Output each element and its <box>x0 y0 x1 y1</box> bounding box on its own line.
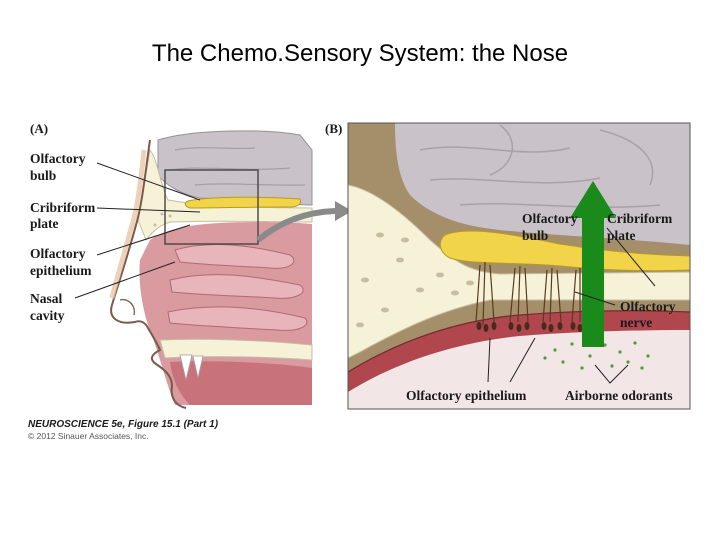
svg-text:plate: plate <box>30 216 59 231</box>
label-a-cribriform-plate-1: Cribriform <box>30 200 96 215</box>
panel-b-letter: (B) <box>325 121 342 136</box>
label-a-olfactory-bulb-1: Olfactory <box>30 151 86 166</box>
label-a-olfactory-epithelium-2: epithelium <box>30 263 92 278</box>
svg-text:Cribriform: Cribriform <box>607 211 673 226</box>
slide-title: The Chemo.Sensory System: the Nose <box>151 40 569 67</box>
svg-text:plate: plate <box>607 228 636 243</box>
copyright-notice: © 2012 Sinauer Associates, Inc. <box>28 431 149 441</box>
label-b-cribriform-plate-2: plate <box>607 228 636 243</box>
label-b-olfactory-nerve-1: Olfactory <box>620 299 676 314</box>
label-a-olfactory-epithelium-1: Olfactory <box>30 246 86 261</box>
label-b-olfactory-epithelium: Olfactory epithelium <box>406 388 527 403</box>
zoom-arrow <box>256 201 352 243</box>
label-a-olfactory-bulb-2: bulb <box>30 168 56 183</box>
panel-a-illustration <box>74 130 313 409</box>
svg-text:bulb: bulb <box>522 228 548 243</box>
label-b-airborne-odorants: Airborne odorants <box>565 388 673 403</box>
svg-text:Olfactory: Olfactory <box>620 299 676 314</box>
label-b-olfactory-nerve-2: nerve <box>620 315 652 330</box>
svg-text:Olfactory: Olfactory <box>522 211 578 226</box>
panel-b-illustration <box>348 123 690 409</box>
label-b-olfactory-bulb-2: bulb <box>522 228 548 243</box>
figure-reference: NEUROSCIENCE 5e, Figure 15.1 (Part 1) <box>28 419 219 430</box>
svg-text:Olfactory: Olfactory <box>30 151 86 166</box>
figure-caption: NEUROSCIENCE 5e, Figure 15.1 (Part 1) © … <box>28 419 218 441</box>
label-a-nasal-cavity-2: cavity <box>30 308 65 323</box>
svg-text:nerve: nerve <box>620 315 652 330</box>
label-b-olfactory-bulb-1: Olfactory <box>522 211 578 226</box>
upward-green-arrow <box>570 181 616 347</box>
label-a-nasal-cavity-1: Nasal <box>30 291 63 306</box>
label-a-cribriform-plate-2: plate <box>30 216 59 231</box>
svg-text:Nasal: Nasal <box>30 291 63 306</box>
svg-text:cavity: cavity <box>30 308 65 323</box>
svg-text:Cribriform: Cribriform <box>30 200 96 215</box>
panel-a-letter: (A) <box>30 121 48 136</box>
svg-text:Olfactory: Olfactory <box>30 246 86 261</box>
svg-text:epithelium: epithelium <box>30 263 92 278</box>
label-b-cribriform-plate-1: Cribriform <box>607 211 673 226</box>
svg-text:bulb: bulb <box>30 168 56 183</box>
